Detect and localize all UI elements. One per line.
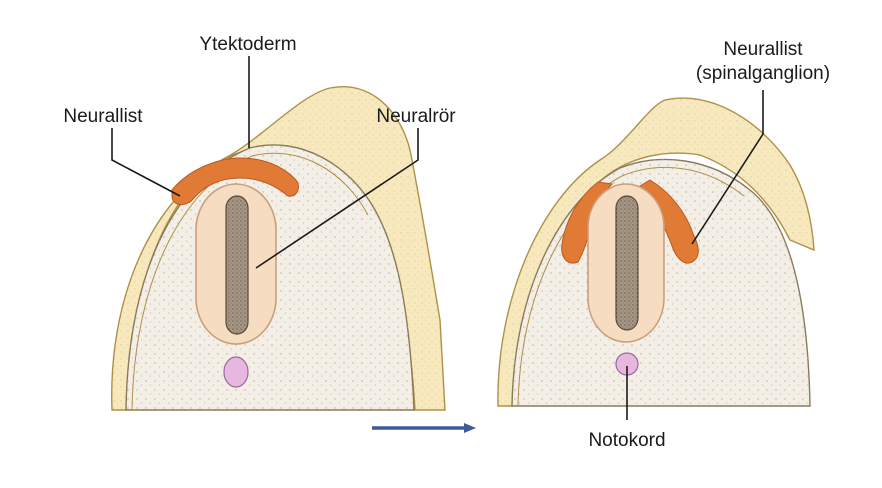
label-notokord: Notokord	[588, 430, 665, 451]
right-lumen	[615, 195, 639, 331]
label-neurallist-right: Neurallist	[723, 39, 803, 60]
left-neural-crest	[171, 157, 299, 205]
left-lumen	[225, 195, 249, 335]
right-embryo-section	[497, 97, 815, 407]
leader-lines	[111, 56, 764, 420]
leader-neurallist-right	[691, 90, 764, 245]
leader-neuralror	[255, 128, 419, 269]
label-ytektoderm: Ytektoderm	[199, 34, 296, 55]
right-arrow-icon	[372, 423, 476, 433]
label-spinalganglion: (spinalganglion)	[696, 63, 830, 84]
left-notochord	[223, 356, 249, 388]
leader-neurallist-left	[111, 128, 181, 197]
label-neuralror: Neuralrör	[376, 106, 456, 127]
left-embryo-section	[111, 86, 446, 411]
label-neurallist-left: Neurallist	[63, 106, 143, 127]
